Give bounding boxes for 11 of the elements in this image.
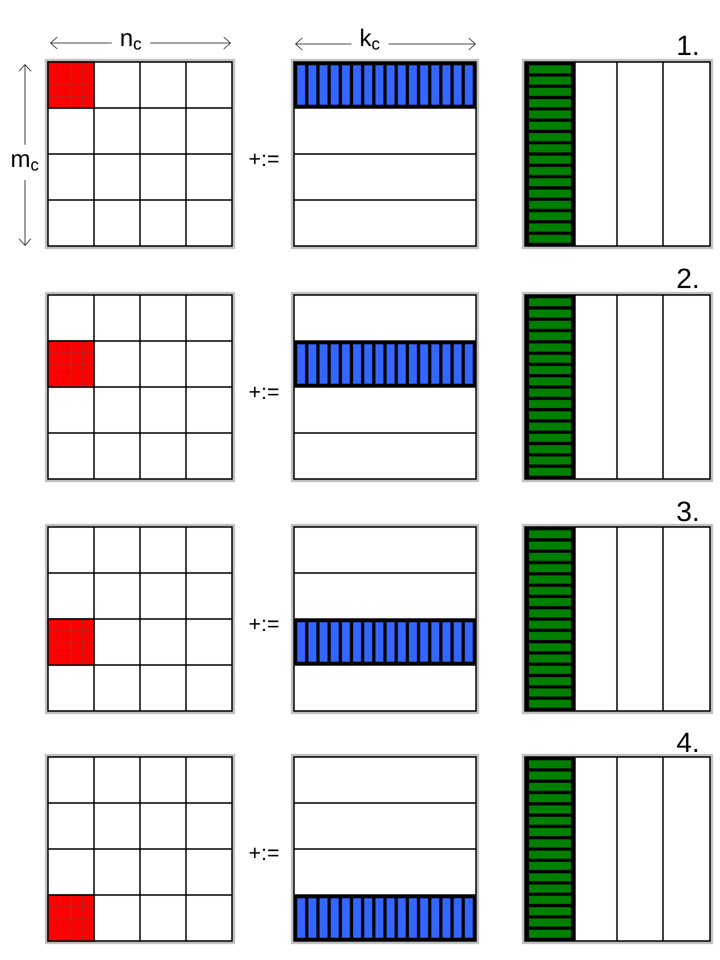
step-number: 3. [677,501,698,522]
operator-symbol: +:= [250,386,278,399]
dimension-label: m$_{c}$ [9,144,41,180]
operator-symbol: +:= [250,618,278,631]
step-number: 1. [678,36,698,55]
step-number: 2. [678,268,698,288]
dimension-label: k$_{c}$ [351,27,389,51]
operator-symbol: +:= [250,154,278,166]
operator-symbol: +:= [250,848,278,860]
dimension-label: n$_{c}$ [112,32,150,51]
step-number: 4. [676,732,698,752]
